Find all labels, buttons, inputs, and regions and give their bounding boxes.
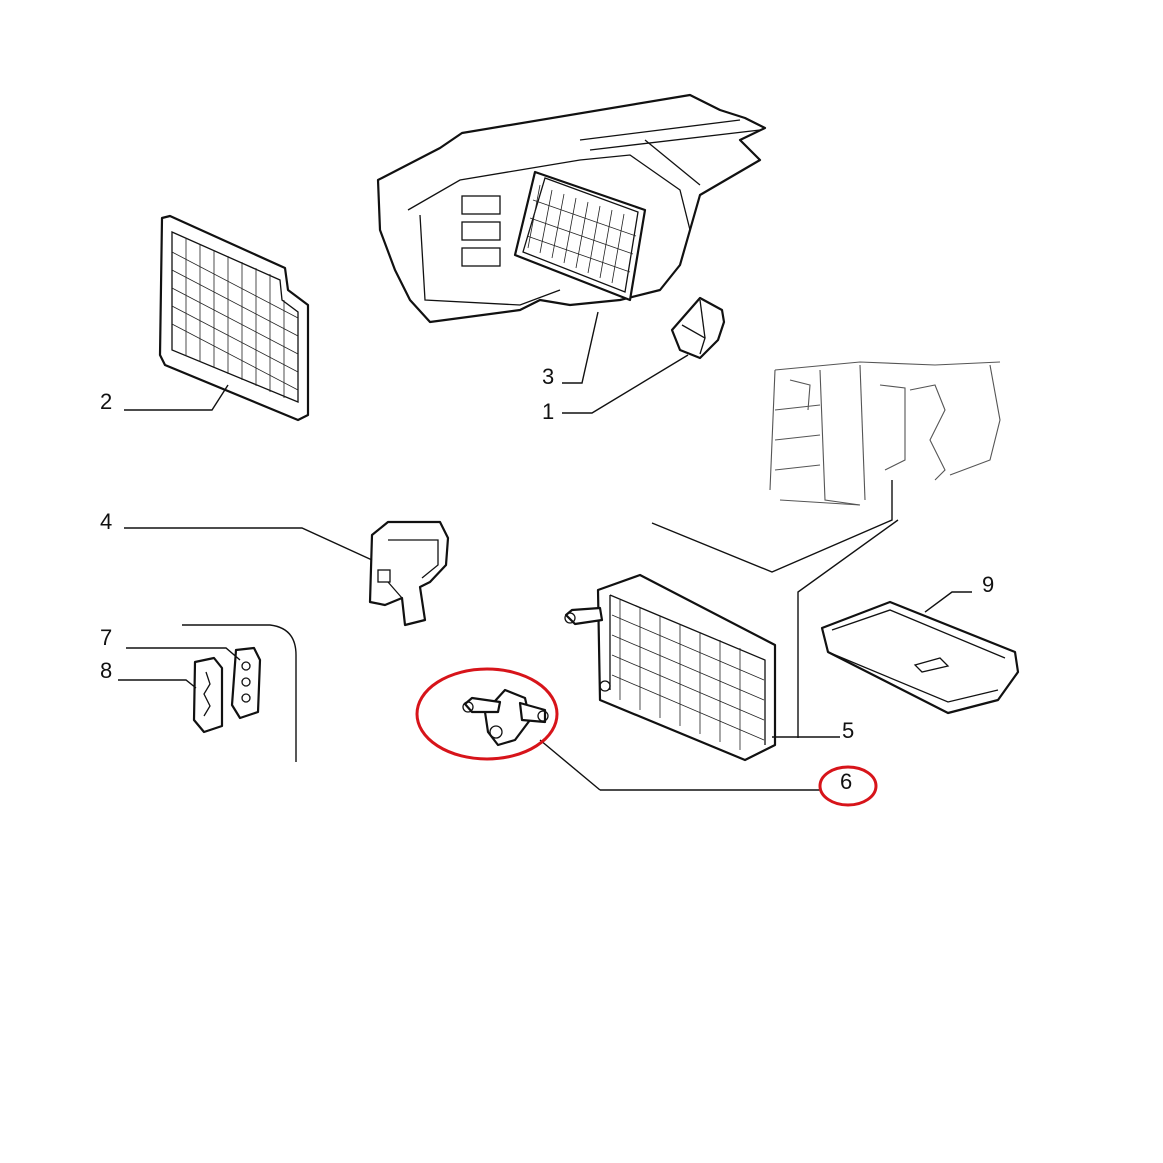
callout-8: 8 [100,658,112,683]
callout-6: 6 [840,769,852,794]
callout-1: 1 [542,399,554,424]
highlight-ring-callout-6 [818,765,878,807]
callout-7: 7 [100,625,112,650]
valve-actuator-part [462,688,549,747]
grille-part [158,214,310,422]
tray-part [820,600,1020,715]
callout-9: 9 [982,572,994,597]
seal-part-8 [192,656,224,734]
callout-4: 4 [100,509,112,534]
heater-assembly-background [769,361,1001,506]
highlight-ring-part-6 [415,667,559,761]
cabin-filter-part [513,170,647,302]
callout-3: 3 [542,364,554,389]
seal-part-7 [230,646,262,720]
frame-line [182,624,297,762]
callout-5: 5 [842,718,854,743]
callout-2: 2 [100,389,112,414]
leader-lines [118,311,972,791]
bracket-part [368,520,450,627]
clip-part [670,296,726,360]
heater-core-part [564,573,777,762]
